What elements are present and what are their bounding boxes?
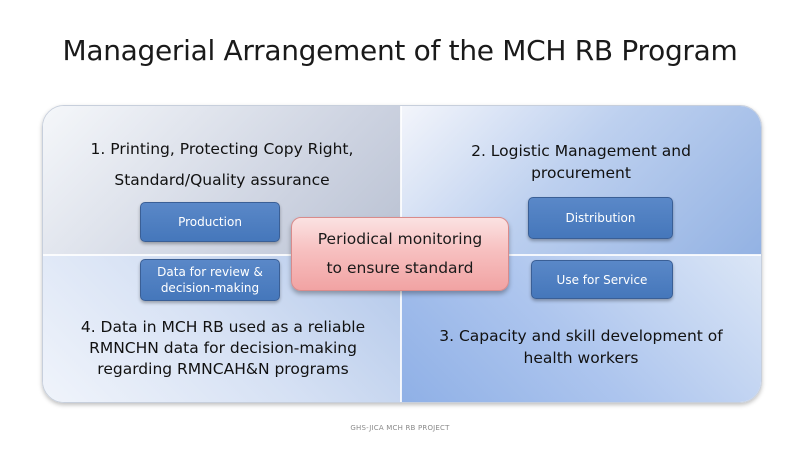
quadrant-capacity-line-2: health workers	[523, 349, 639, 367]
quadrant-capacity-line-1: 3. Capacity and skill development of	[439, 327, 723, 345]
production-tag: Production	[140, 202, 280, 242]
quadrant-data-line-1: 4. Data in MCH RB used as a reliable	[80, 318, 366, 336]
quadrant-capacity-text: 3. Capacity and skill development of hea…	[419, 325, 743, 369]
quadrant-logistics-line-2: procurement	[531, 164, 631, 182]
quadrant-logistics-line-1: 2. Logistic Management and	[471, 142, 691, 160]
quadrant-data-line-3: regarding RMNCAH&N programs	[97, 360, 349, 378]
quadrant-data-line-2: RMNCHN data for decision-making	[89, 339, 357, 357]
quadrant-printing-line-2: Standard/Quality assurance	[114, 171, 330, 189]
data-review-tag-line-2: decision-making	[160, 281, 260, 295]
use-for-service-tag: Use for Service	[531, 260, 673, 299]
quadrant-printing-text: 1. Printing, Protecting Copy Right, Stan…	[63, 134, 381, 196]
monitoring-line-2: to ensure standard	[326, 259, 474, 277]
monitoring-box: Periodical monitoring to ensure standard	[291, 217, 509, 291]
distribution-tag: Distribution	[528, 197, 673, 239]
slide-title: Managerial Arrangement of the MCH RB Pro…	[62, 34, 738, 67]
footer-text: GHS-JICA MCH RB PROJECT	[350, 424, 450, 432]
data-review-tag: Data for review & decision-making	[140, 259, 280, 301]
monitoring-line-1: Periodical monitoring	[317, 230, 483, 248]
quadrant-printing-line-1: 1. Printing, Protecting Copy Right,	[90, 140, 354, 158]
quadrant-data-text: 4. Data in MCH RB used as a reliable RMN…	[53, 317, 393, 380]
data-review-tag-line-1: Data for review &	[157, 265, 263, 279]
quadrant-logistics-text: 2. Logistic Management and procurement	[419, 140, 743, 184]
